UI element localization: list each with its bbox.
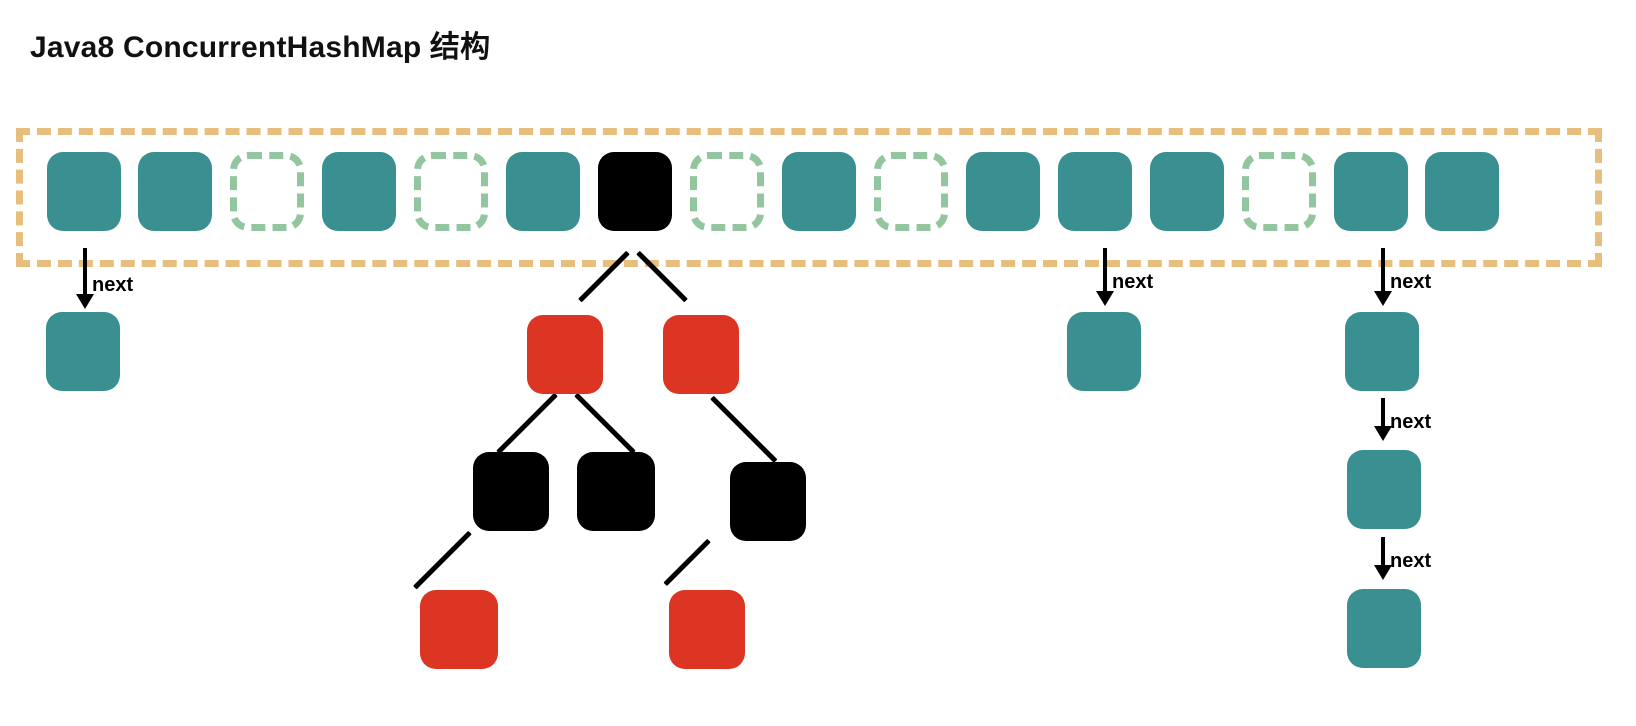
chain-node-bucket-0-1[interactable] [46,312,120,391]
tree-node-n1[interactable] [527,315,603,394]
chain-node-bucket-14-3[interactable] [1347,589,1421,668]
array-cell-12[interactable] [1150,152,1224,231]
tree-edge-n1-n3 [496,392,558,455]
array-cell-11[interactable] [1058,152,1132,231]
array-cell-8[interactable] [782,152,856,231]
array-cell-15[interactable] [1425,152,1499,231]
array-cell-0[interactable] [47,152,121,231]
array-cell-10[interactable] [966,152,1040,231]
next-label-bucket-11: next [1112,271,1154,293]
tree-node-n3[interactable] [473,452,549,531]
next-label-bucket-14-2: next [1390,411,1432,433]
tree-edge-n2-n5 [710,395,778,463]
array-cell-2[interactable] [230,152,304,231]
array-cell-7[interactable] [690,152,764,231]
tree-edge-n3-n6 [413,530,472,590]
hash-table-array-container [16,128,1602,267]
tree-node-n5[interactable] [730,462,806,541]
array-cell-5[interactable] [506,152,580,231]
array-cell-4[interactable] [414,152,488,231]
chain-node-bucket-14-2[interactable] [1347,450,1421,529]
tree-node-n4[interactable] [577,452,655,531]
tree-edge-n5-n7 [663,538,711,587]
chain-node-bucket-14-1[interactable] [1345,312,1419,391]
page-title: Java8 ConcurrentHashMap 结构 [30,31,491,64]
next-label-bucket-0: next [92,274,134,296]
array-cell-1[interactable] [138,152,212,231]
tree-node-n7[interactable] [669,590,745,669]
array-cell-6[interactable] [598,152,672,231]
array-cell-14[interactable] [1334,152,1408,231]
tree-node-n6[interactable] [420,590,498,669]
tree-node-n2[interactable] [663,315,739,394]
next-label-bucket-14-3: next [1390,550,1432,572]
next-label-bucket-14-1: next [1390,271,1432,293]
array-cell-13[interactable] [1242,152,1316,231]
array-cell-3[interactable] [322,152,396,231]
array-cell-9[interactable] [874,152,948,231]
tree-edge-n1-n4 [574,392,636,455]
chain-node-bucket-11-1[interactable] [1067,312,1141,391]
